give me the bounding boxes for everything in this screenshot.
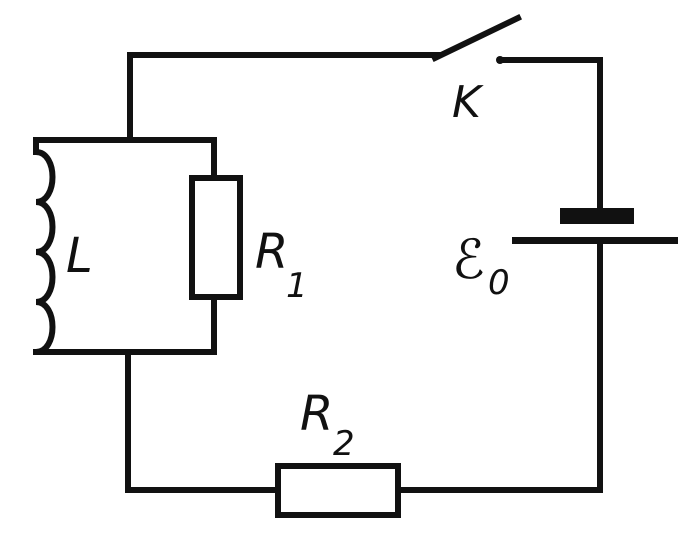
- switch-label: K: [452, 77, 484, 128]
- r1-label: R: [255, 224, 288, 280]
- r2-subscript: 2: [333, 424, 355, 464]
- switch-lever: [430, 13, 523, 63]
- wire-top-left: [127, 52, 441, 143]
- battery-short-plate: [560, 208, 634, 224]
- wire-parallel-top: [33, 137, 217, 181]
- wire-bottom-left: [125, 352, 281, 493]
- emf-label-group: ℰ 0: [452, 228, 510, 303]
- wire-parallel-bottom: [33, 294, 217, 355]
- resistor-r2: [275, 463, 401, 518]
- emf-symbol: ℰ: [452, 228, 485, 291]
- switch-k: [430, 13, 523, 64]
- wire-right-lower: [395, 237, 603, 493]
- r1-label-group: R 1: [255, 224, 308, 306]
- wire-top-right: [497, 57, 603, 218]
- r2-label: R: [300, 386, 333, 442]
- inductor-coil: [32, 137, 56, 356]
- inductor-label: L: [66, 228, 93, 284]
- r2-label-group: R 2: [300, 386, 355, 464]
- r1-subscript: 1: [286, 266, 308, 306]
- emf-subscript: 0: [488, 263, 510, 303]
- switch-contact: [496, 56, 504, 64]
- battery-emf: [512, 208, 678, 244]
- wires: [33, 52, 603, 493]
- battery-long-plate: [512, 237, 678, 244]
- resistor-r1: [189, 175, 243, 300]
